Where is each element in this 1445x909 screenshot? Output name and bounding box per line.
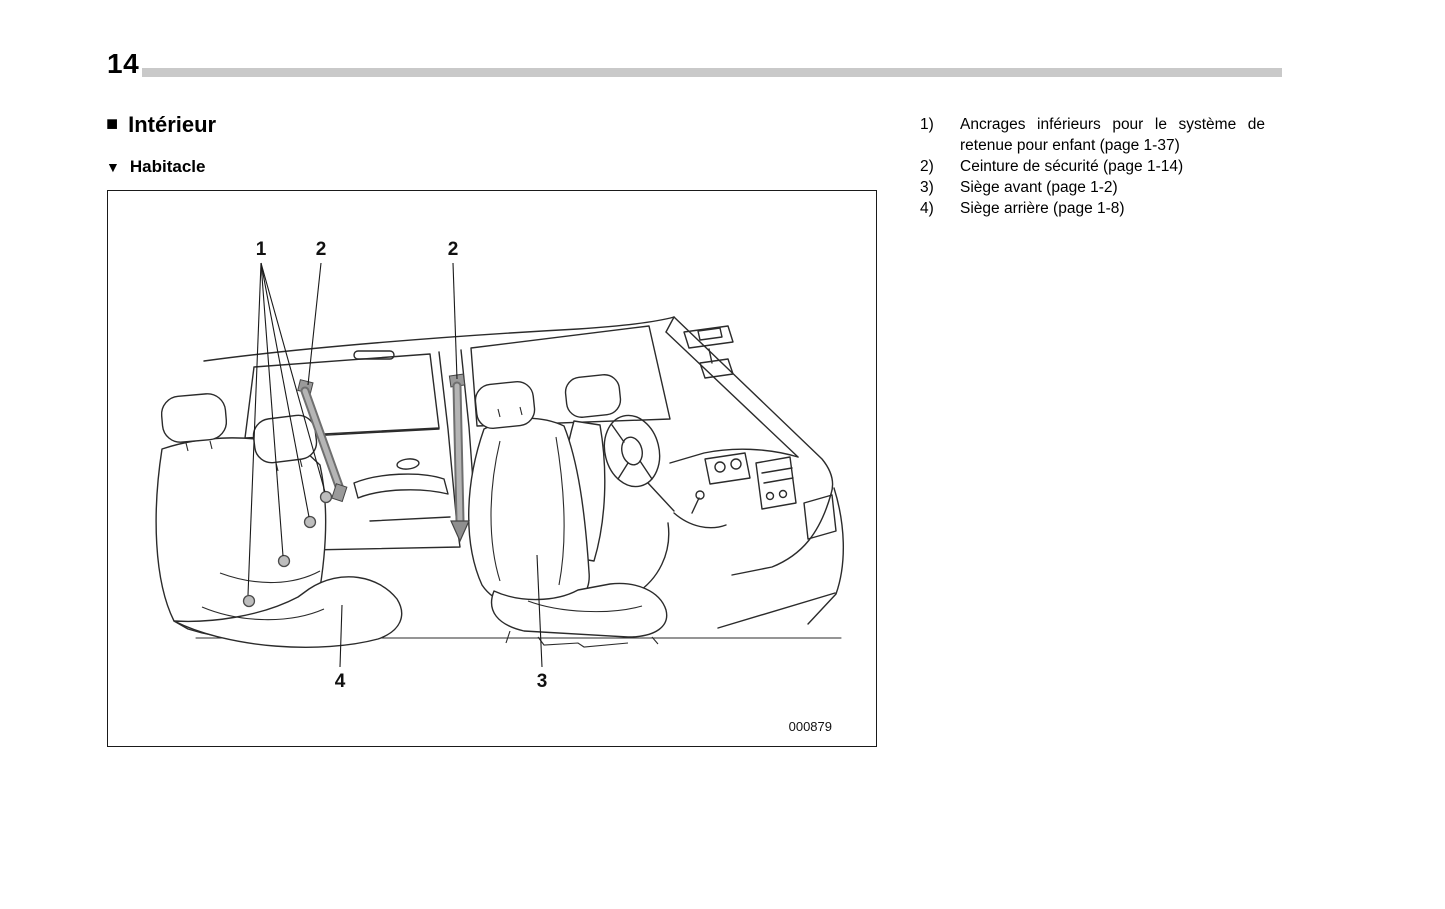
anchor-points: [242, 490, 333, 608]
page-header: 14: [107, 50, 1282, 78]
subsection-heading: ▼ Habitacle: [106, 157, 205, 177]
legend-item-number: 1): [920, 116, 934, 133]
figure-code: 000879: [789, 719, 832, 734]
legend-item-text: Ceinture de sécurité (page 1-14): [960, 158, 1184, 175]
legend-item-number: 3): [920, 179, 934, 196]
legend-item: 4) Siège arrière (page 1-8): [920, 198, 1282, 219]
section-heading: ■ Intérieur: [106, 112, 216, 138]
legend-item: 1) Ancrages inférieurs pour le système d…: [920, 114, 1282, 156]
section-title: Intérieur: [128, 112, 217, 137]
header-rule: [142, 68, 1282, 77]
legend-item-text: Siège arrière (page 1-8): [960, 200, 1125, 217]
legend-item-text: Ancrages inférieurs pour le système de r…: [960, 116, 1265, 154]
legend-item-text: Siège avant (page 1-2): [960, 179, 1118, 196]
callout-1: 1: [256, 239, 267, 260]
legend-item: 2) Ceinture de sécurité (page 1-14): [920, 156, 1282, 177]
callout-4: 4: [335, 671, 346, 692]
legend-item: 3) Siège avant (page 1-2): [920, 177, 1282, 198]
figure-box: 1 2 2 4 3 000879: [107, 190, 877, 747]
callout-2a: 2: [316, 239, 327, 260]
callout-3: 3: [537, 671, 548, 692]
page-number: 14: [107, 48, 140, 79]
figure-legend: 1) Ancrages inférieurs pour le système d…: [920, 114, 1282, 219]
callout-2b: 2: [448, 239, 459, 260]
triangle-bullet-icon: ▼: [106, 159, 120, 175]
legend-item-number: 4): [920, 200, 934, 217]
leader-lines: [247, 262, 543, 668]
car-interior-illustration: 1 2 2 4 3 000879: [155, 239, 845, 734]
subsection-title: Habitacle: [129, 157, 206, 176]
legend-item-number: 2): [920, 158, 934, 175]
square-bullet-icon: ■: [106, 113, 119, 135]
